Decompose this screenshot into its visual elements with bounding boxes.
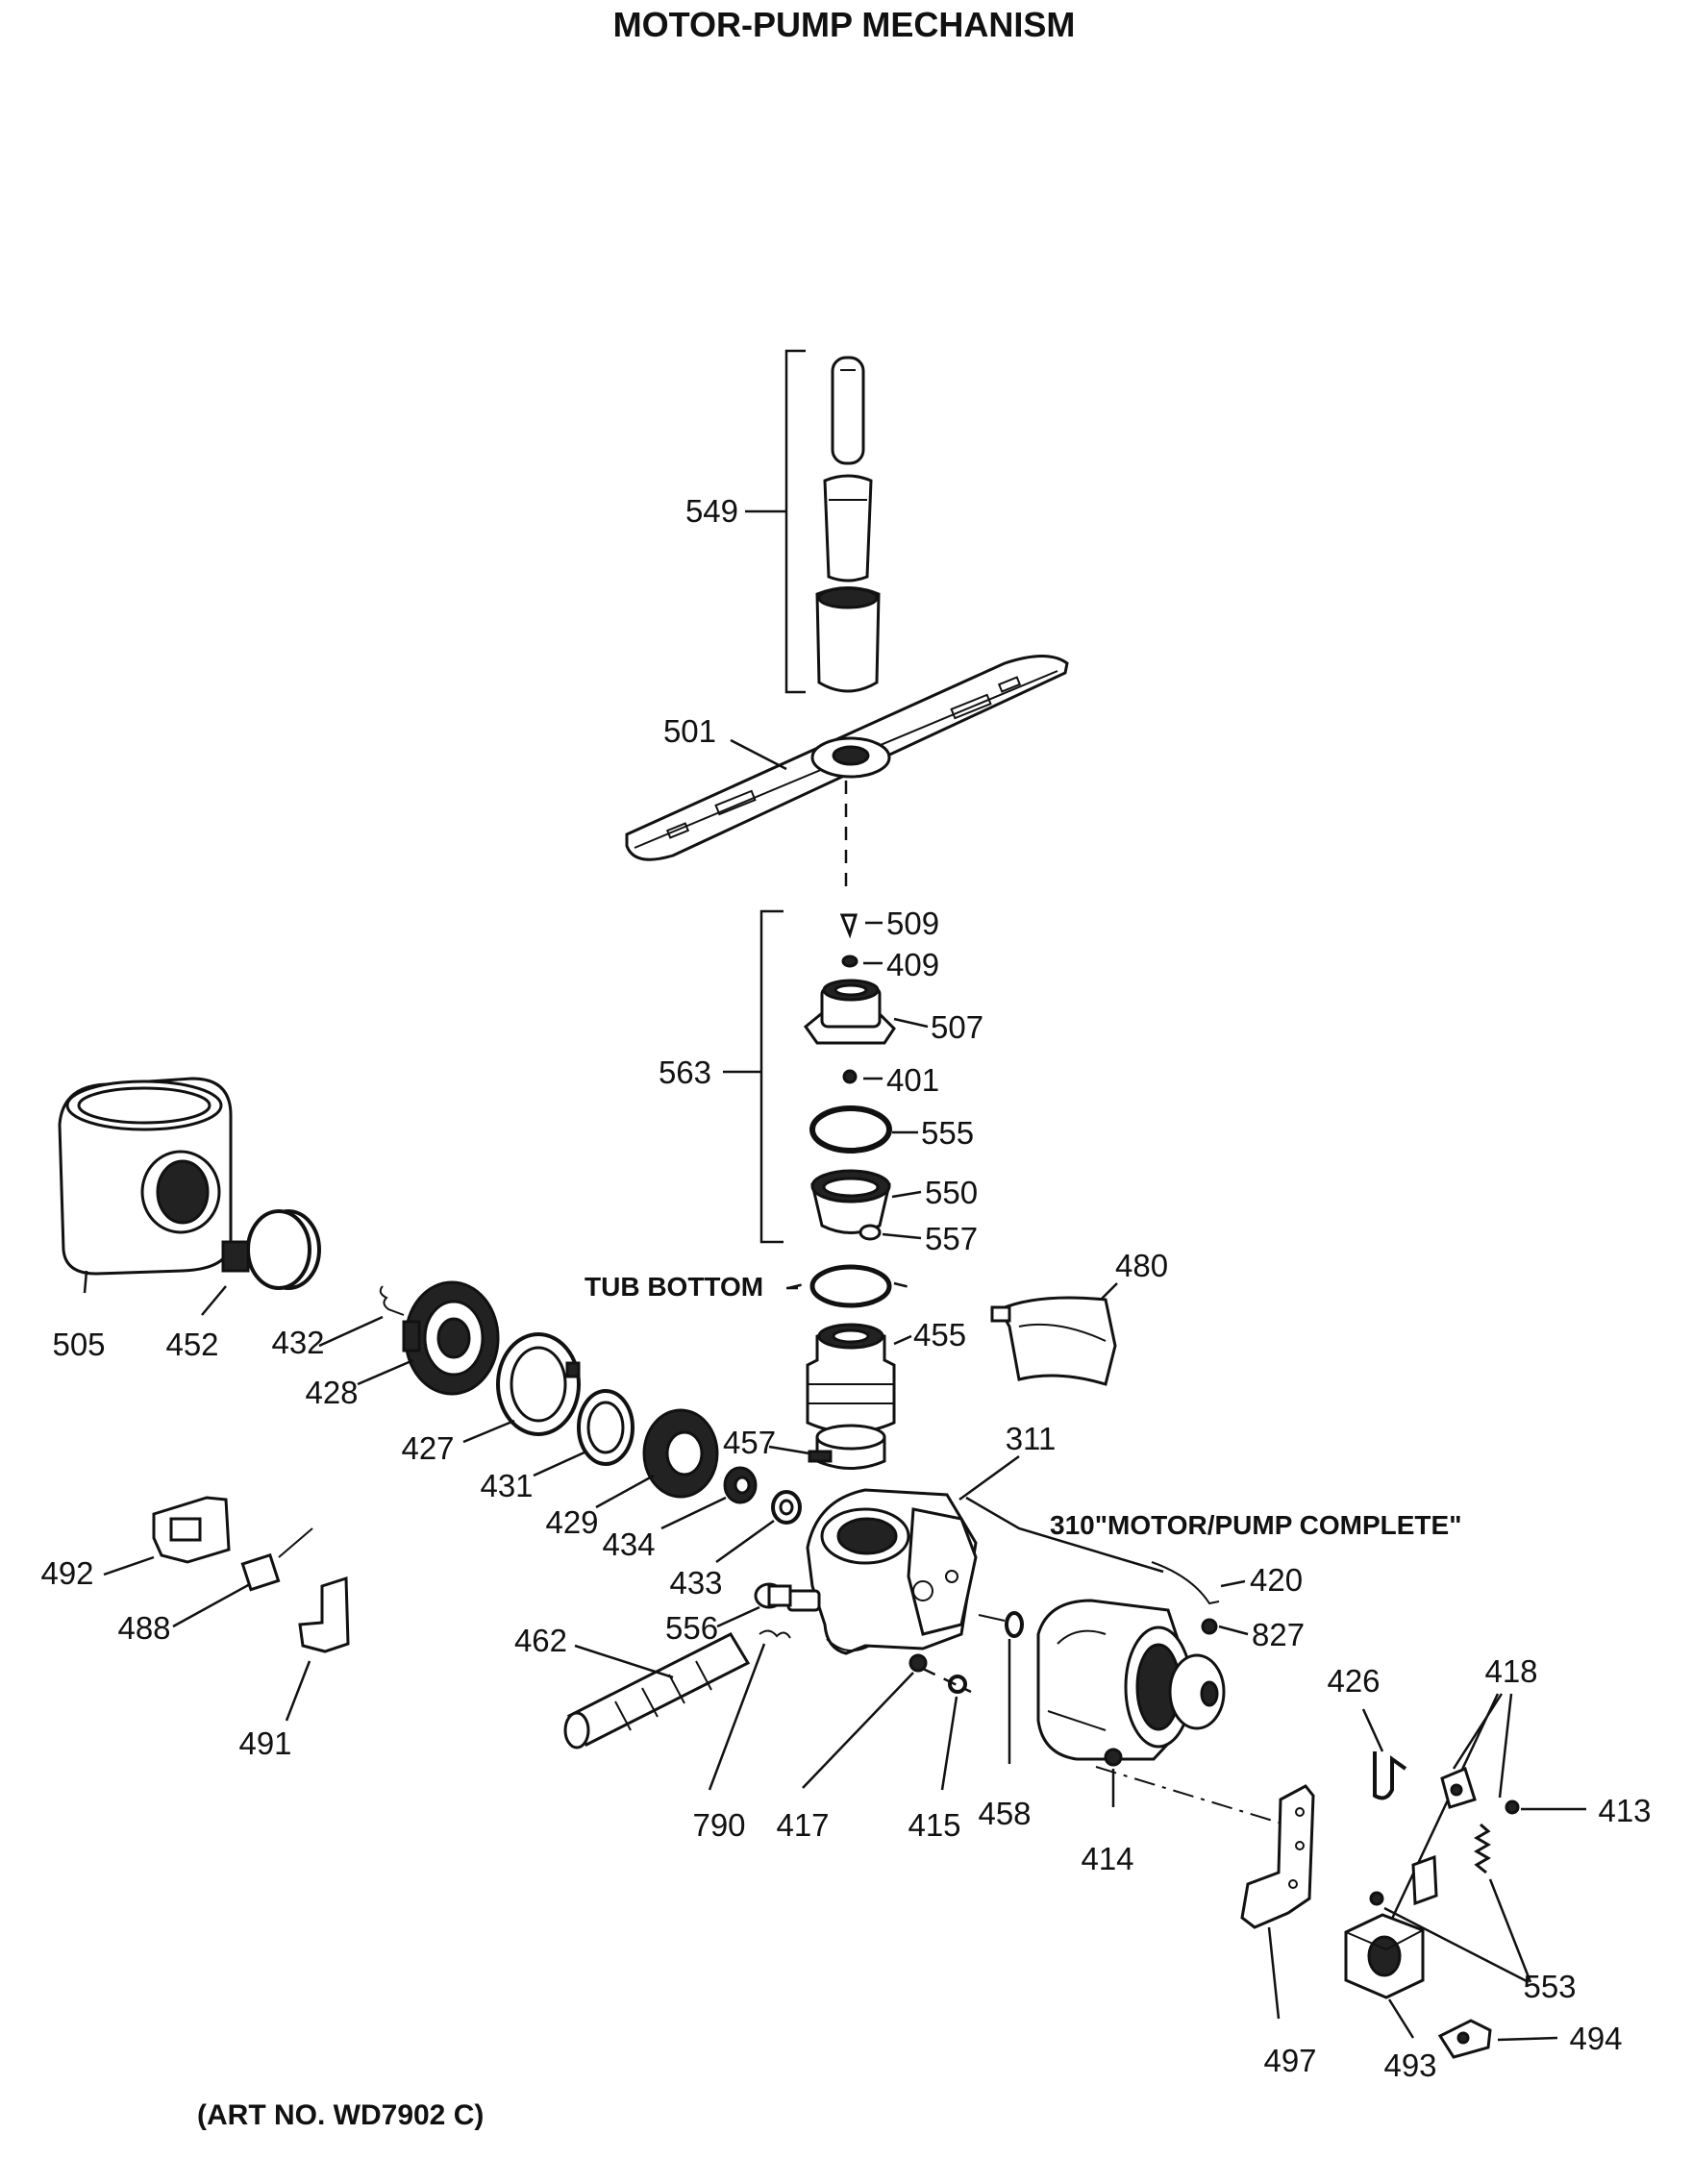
part-557-clip (858, 1224, 882, 1241)
label-458: 458 (978, 1796, 1031, 1831)
part-488-switch (240, 1527, 313, 1592)
label-457: 457 (723, 1425, 776, 1460)
label-415: 415 (908, 1807, 960, 1843)
part-549-tower-assembly (745, 349, 881, 694)
part-790-spring (759, 1629, 791, 1639)
part-457-clamp (808, 1424, 886, 1470)
label-414: 414 (1081, 1841, 1133, 1876)
label-790: 790 (692, 1807, 745, 1843)
bracket-563 (759, 909, 784, 1244)
label-409: 409 (886, 947, 939, 982)
diagram-title: MOTOR-PUMP MECHANISM (613, 5, 1076, 44)
part-455-sump-seal (806, 1323, 896, 1434)
label-505: 505 (52, 1327, 105, 1362)
label-401: 401 (886, 1062, 939, 1098)
part-tub-bottom-gasket (809, 1264, 892, 1308)
label-507: 507 (931, 1009, 983, 1045)
label-452: 452 (165, 1327, 218, 1362)
part-427-plate (496, 1332, 581, 1436)
label-417: 417 (776, 1807, 829, 1843)
label-827: 827 (1252, 1617, 1305, 1652)
label-434: 434 (602, 1526, 655, 1562)
label-501: 501 (663, 713, 716, 749)
label-418: 418 (1484, 1653, 1537, 1689)
label-488: 488 (117, 1610, 170, 1646)
part-494-actuator (1437, 2019, 1492, 2059)
label-311: 311 (1006, 1421, 1057, 1456)
label-462: 462 (514, 1623, 567, 1658)
label-549: 549 (685, 493, 738, 529)
label-556: 556 (665, 1610, 718, 1646)
part-417-washer (908, 1653, 928, 1673)
part-553-spring (1474, 1823, 1491, 1874)
part-827-screw (1201, 1618, 1218, 1635)
label-497: 497 (1263, 2043, 1316, 2078)
part-431-ring (577, 1389, 634, 1466)
label-429: 429 (545, 1504, 598, 1540)
part-429-impeller (642, 1408, 719, 1499)
label-493: 493 (1383, 2048, 1436, 2083)
label-428: 428 (305, 1375, 358, 1410)
part-401-ball (842, 1069, 858, 1084)
part-555-o-ring (809, 1105, 892, 1154)
part-556-fitting (754, 1582, 792, 1609)
label-491: 491 (238, 1725, 291, 1761)
part-452-clamp (221, 1209, 321, 1290)
label-492: 492 (40, 1555, 93, 1591)
part-458-washer (1005, 1611, 1024, 1638)
part-497-mounting-bracket (1240, 1784, 1315, 1929)
part-553-bracket (1369, 1854, 1438, 1906)
label-509: 509 (886, 906, 939, 941)
part-462-auger (563, 1632, 751, 1750)
part-491-bracket (298, 1576, 350, 1653)
label-tub-bottom: TUB BOTTOM (585, 1272, 763, 1302)
part-505-inlet-housing (58, 1077, 233, 1276)
part-433-bearing (771, 1490, 802, 1525)
label-431: 431 (480, 1468, 533, 1503)
part-428-impeller (402, 1280, 500, 1396)
label-433: 433 (669, 1565, 722, 1601)
part-motor (1036, 1599, 1226, 1761)
label-563: 563 (659, 1055, 711, 1090)
part-509-screw (839, 913, 858, 939)
part-414-screw (1104, 1748, 1123, 1767)
part-434-nut (723, 1466, 758, 1504)
part-432-spring (379, 1285, 405, 1316)
label-553: 553 (1523, 1969, 1576, 2004)
label-455: 455 (913, 1317, 966, 1353)
part-413-screw (1505, 1799, 1520, 1815)
bracket-310 (965, 1496, 1164, 1574)
label-432: 432 (271, 1325, 324, 1360)
part-492-switch-bracket (152, 1496, 231, 1564)
label-480: 480 (1115, 1248, 1168, 1283)
part-493-solenoid (1344, 1913, 1425, 1999)
part-507-hub (803, 979, 896, 1045)
part-550-seal (810, 1169, 891, 1234)
part-426-clip (1373, 1751, 1407, 1800)
part-409-washer (841, 955, 858, 968)
part-415-nut (948, 1675, 967, 1694)
label-550: 550 (925, 1175, 978, 1210)
label-420: 420 (1250, 1562, 1303, 1598)
part-501-spray-arm (625, 655, 1069, 861)
label-426: 426 (1327, 1663, 1380, 1699)
part-311-pump-housing (786, 1488, 978, 1655)
part-480-shroud (990, 1296, 1117, 1386)
label-494: 494 (1569, 2021, 1622, 2056)
label-310-motor-pump-complete: 310"MOTOR/PUMP COMPLETE" (1050, 1510, 1461, 1540)
label-555: 555 (921, 1115, 974, 1151)
part-418-lever (1440, 1766, 1477, 1809)
part-420-wire (1151, 1561, 1220, 1605)
art-number: (ART NO. WD7902 C) (197, 2099, 484, 2131)
label-413: 413 (1598, 1793, 1651, 1828)
label-427: 427 (401, 1430, 454, 1466)
label-557: 557 (925, 1221, 978, 1256)
